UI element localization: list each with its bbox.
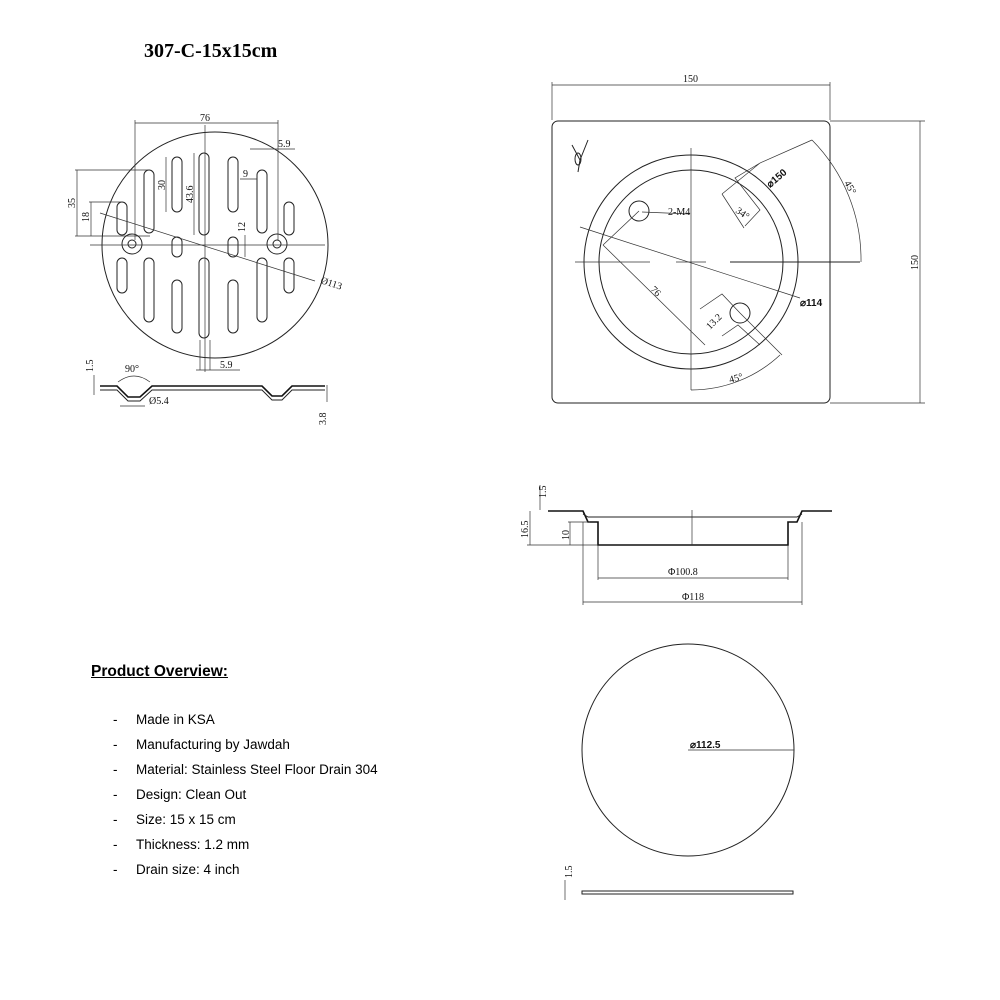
logo-mark [574, 152, 582, 166]
dim-dia-112-5: ⌀112.5 [690, 740, 721, 751]
dim-dia-118: Φ118 [682, 592, 704, 603]
grate-slot [116, 257, 128, 294]
dim-angle-45-bottom: 45° [728, 372, 744, 386]
grate-slot [171, 156, 183, 213]
grate-slot [227, 156, 239, 213]
bullet: - [113, 712, 118, 727]
dim-76: 76 [200, 113, 210, 124]
list-item: - Made in KSA [91, 712, 378, 737]
dim-dia-5-4: Ø5.4 [149, 396, 169, 407]
logo-icon [571, 139, 589, 173]
dim-dia-114: ⌀114 [800, 298, 823, 309]
list-item: - Drain size: 4 inch [91, 862, 378, 887]
dim-dia-113: Ø113 [319, 275, 343, 292]
grate-slot [171, 279, 183, 334]
dim-dia-100-8: Φ100.8 [668, 567, 698, 578]
dim-r150: ⌀150 [765, 167, 790, 190]
dim-13-2: 13.2 [704, 312, 724, 332]
dim-35: 35 [67, 198, 78, 208]
item-text: Thickness: 1.2 mm [136, 837, 250, 852]
grate-slot [227, 236, 239, 258]
dim-angle-90: 90° [125, 364, 139, 375]
item-text: Size: 15 x 15 cm [136, 812, 236, 827]
cover-view: ⌀112.5 1.5 [564, 643, 795, 900]
screw-hole-left-inner [127, 239, 137, 249]
dim-1-5-section: 1.5 [538, 486, 549, 499]
list-item: - Size: 15 x 15 cm [91, 812, 378, 837]
dim-width-150: 150 [683, 74, 698, 85]
grate-top-view: 76 5.9 35 18 30 43.6 9 12 Ø113 5.9 [67, 113, 343, 372]
dim-76-frame: 76 [648, 284, 663, 299]
bullet: - [113, 862, 118, 877]
grate-slot [283, 257, 295, 294]
item-text: Made in KSA [136, 712, 215, 727]
product-overview: Product Overview: - Made in KSA - Manufact… [91, 663, 378, 887]
grate-slot [198, 257, 210, 339]
list-item: - Design: Clean Out [91, 787, 378, 812]
item-text: Manufacturing by Jawdah [136, 737, 290, 752]
grate-slot [256, 169, 268, 234]
dim-30: 30 [157, 180, 168, 190]
dim-16-5: 16.5 [520, 521, 531, 539]
grate-slot [143, 169, 155, 234]
bullet: - [113, 787, 118, 802]
list-item: - Material: Stainless Steel Floor Drain 3… [91, 762, 378, 787]
dim-3-8: 3.8 [318, 413, 329, 426]
screw-boss-bottom [729, 302, 751, 324]
item-text: Drain size: 4 inch [136, 862, 240, 877]
bullet: - [113, 737, 118, 752]
dim-12: 12 [237, 222, 248, 232]
dim-5-9-top: 5.9 [278, 139, 291, 150]
dim-1-5: 1.5 [85, 360, 96, 373]
grate-slot [256, 257, 268, 323]
dim-angle-45-top: 45° [841, 179, 858, 197]
overview-list: - Made in KSA - Manufacturing by Jawdah - M… [91, 712, 378, 887]
grate-slot [198, 152, 210, 236]
item-text: Design: Clean Out [136, 787, 247, 802]
frame-top-view: 150 150 76 2-M4 13.2 ⌀114 ⌀150 34° 45° 4… [551, 74, 925, 404]
grate-slot [283, 201, 295, 236]
dim-5-9-bottom: 5.9 [220, 360, 233, 371]
item-text: Material: Stainless Steel Floor Drain 30… [136, 762, 378, 777]
drawing-title: 307-C-15x15cm [144, 40, 278, 62]
dim-10: 10 [561, 530, 572, 540]
list-item: - Manufacturing by Jawdah [91, 737, 378, 762]
bullet: - [113, 812, 118, 827]
grate-slot [171, 236, 183, 258]
cover-profile [581, 890, 794, 895]
screw-boss-top [628, 200, 650, 222]
section-view: 1.5 16.5 10 Φ100.8 Φ118 [520, 485, 832, 605]
bullet: - [113, 762, 118, 777]
dim-1-5-cover: 1.5 [564, 866, 575, 879]
dim-18: 18 [81, 212, 92, 222]
grate-slot [227, 279, 239, 334]
dim-angle-34: 34° [733, 205, 751, 222]
screw-hole-right-inner [272, 239, 282, 249]
screw-label: 2-M4 [668, 207, 690, 218]
dim-9: 9 [243, 169, 248, 180]
list-item: - Thickness: 1.2 mm [91, 837, 378, 862]
screw-hole-right [266, 233, 288, 255]
bullet: - [113, 837, 118, 852]
grate-slot [143, 257, 155, 323]
dim-height-150: 150 [910, 255, 921, 270]
screw-hole-left [121, 233, 143, 255]
dim-43-6: 43.6 [185, 186, 196, 204]
grate-side-profile: 1.5 90° Ø5.4 3.8 [85, 360, 329, 426]
overview-heading: Product Overview: [91, 663, 228, 680]
